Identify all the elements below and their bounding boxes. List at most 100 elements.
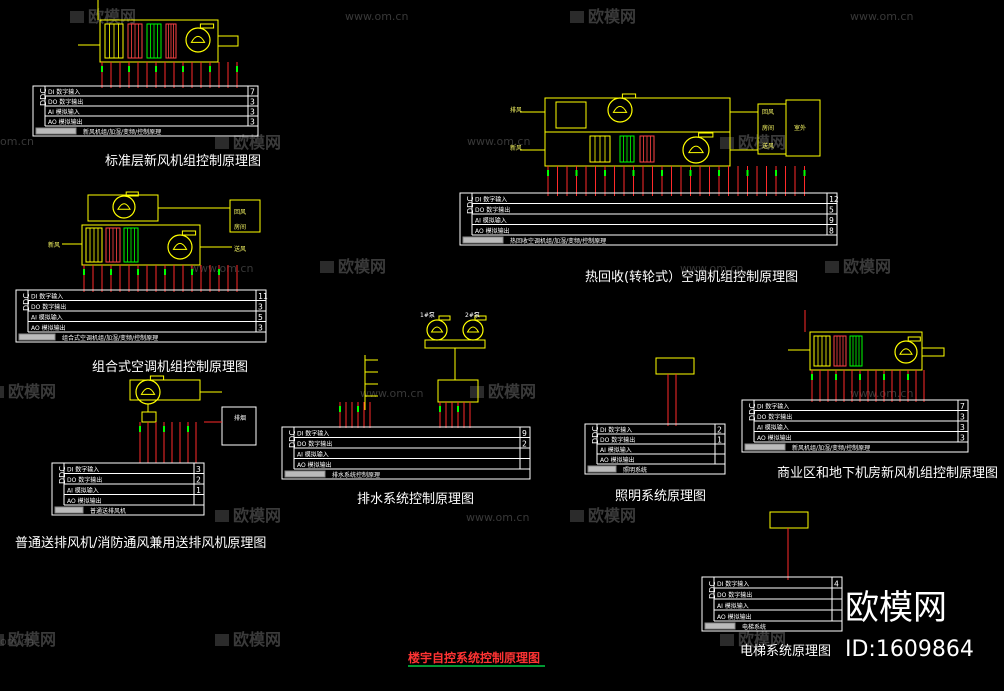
room-box — [229, 199, 261, 233]
ddc-count-value: 5 — [258, 313, 263, 322]
ddc-row-label: DI 数字输入 — [48, 88, 80, 96]
fan-outlet-icon — [125, 191, 139, 197]
ddc-footer-text: 电梯系统 — [742, 623, 766, 631]
ddc-count-value: 1 — [717, 436, 722, 445]
ddc-row-label: DI 数字输入 — [31, 293, 63, 301]
supply-duct — [217, 35, 239, 47]
watermark-url: www.om.cn — [467, 135, 530, 148]
watermark-logo-text: 欧模网 — [88, 7, 136, 26]
fresh-air-label: 新风 — [48, 241, 60, 249]
ddc-row-label: AI 模拟输入 — [31, 314, 63, 322]
watermark: 欧模网 — [320, 257, 386, 276]
ddc-label: DDC — [708, 581, 717, 599]
ddc-row-label: DI 数字输入 — [67, 466, 99, 474]
brand-id-text: ID:1609864 — [845, 637, 974, 662]
ddc-footer-text: 普通送排风机 — [90, 507, 126, 515]
outdoor-label: 室外 — [794, 124, 806, 132]
ddc-table-frame — [741, 399, 969, 453]
ddc-footer-text: 热回收空调机组/加湿/变频/控制原理 — [510, 237, 606, 245]
supply-fan-icon — [894, 340, 918, 364]
fan-blade-icon — [612, 105, 628, 113]
ddc-row-label: AI 模拟输入 — [67, 487, 99, 495]
ddc-count-value: 7 — [250, 88, 255, 97]
ddc-row-label: AI 模拟输入 — [757, 424, 789, 432]
smoke-label: 排烟 — [234, 414, 246, 422]
watermark-logo-text: 欧模网 — [233, 506, 281, 525]
ddc-table-frame — [32, 85, 259, 137]
watermark: 欧模网 — [0, 382, 56, 401]
watermark-logo-icon — [720, 634, 734, 646]
room-label: 房间 — [234, 223, 246, 231]
fan-outlet-icon — [438, 315, 451, 321]
pump-1-label: 1#泵 — [420, 312, 435, 319]
watermark-logo-icon — [570, 510, 584, 522]
fan-blade-icon — [190, 35, 206, 43]
exhaust-section — [555, 101, 587, 129]
ddc-count-value: 1 — [196, 486, 201, 495]
watermark-url: www.om.cn — [680, 262, 743, 275]
fan-blade-icon — [140, 387, 156, 395]
watermark-logo-icon — [215, 510, 229, 522]
return-air-label: 回风 — [234, 209, 246, 216]
ddc-label: DDC — [22, 293, 31, 311]
pump-header — [424, 339, 486, 349]
watermark: 欧模网 — [825, 257, 891, 276]
ddc-row-label: AO 模拟输出 — [31, 324, 66, 332]
ddc-footer-block — [18, 333, 56, 341]
ddc-count-value: 3 — [960, 413, 965, 422]
ddc-label: DDC — [58, 466, 67, 484]
supply-fan-icon — [682, 136, 710, 164]
ddc-label: DDC — [748, 403, 757, 421]
fan-blade-icon — [172, 242, 188, 250]
ddc-count-value: 9 — [829, 216, 834, 225]
watermark-logo-icon — [720, 137, 734, 149]
ddc-table-frame — [15, 289, 267, 343]
fan-outlet-icon — [181, 230, 197, 236]
watermark-layer: 欧模网欧模网欧模网欧模网欧模网欧模网欧模网欧模网欧模网欧模网欧模网欧模网欧模网w… — [0, 7, 913, 649]
fan-outlet-icon — [621, 93, 637, 99]
ddc-row-label: AI 模拟输入 — [600, 446, 632, 454]
pump-2-icon — [462, 319, 484, 341]
ddc-footer-text: 照明系统 — [623, 466, 647, 474]
ddc-count-value: 9 — [522, 429, 527, 438]
exhaust-air-label: 排风 — [510, 106, 522, 114]
watermark-url: om.cn — [0, 135, 34, 148]
ahu-casing — [809, 331, 923, 371]
room-label: 房间 — [762, 124, 774, 132]
ddc-count-value: 2 — [196, 476, 201, 485]
ddc-row-label: AO 模拟输出 — [600, 456, 635, 464]
ddc-footer-block — [462, 236, 504, 244]
ddc-row-label: AO 模拟输出 — [757, 434, 792, 442]
smoke-control-box — [221, 406, 257, 446]
ddc-table-frame — [584, 423, 726, 475]
panel-title-commercial: 商业区和地下机房新风机组控制原理图 — [777, 465, 998, 481]
panel-title-drainage: 排水系统控制原理图 — [357, 492, 474, 507]
ddc-row-label: AI 模拟输入 — [475, 217, 507, 225]
watermark-logo-text: 欧模网 — [233, 630, 281, 649]
watermark-logo-icon — [0, 634, 4, 646]
watermark-url: www.om.cn — [850, 387, 913, 400]
pump-2-label: 2#泵 — [465, 312, 480, 319]
ddc-footer-text: 新风机组/加湿/变频/控制原理 — [83, 128, 161, 136]
elevator-panel-box — [769, 511, 809, 529]
fan-outlet-icon — [907, 336, 921, 342]
watermark-logo-icon — [825, 261, 839, 273]
ddc-count-value: 3 — [196, 465, 201, 474]
ddc-footer-block — [35, 127, 77, 135]
watermark: 欧模网 — [570, 7, 636, 26]
ddc-row-label: DI 数字输入 — [717, 580, 749, 588]
watermark-logo-text: 欧模网 — [338, 257, 386, 276]
ddc-label: DDC — [288, 430, 297, 448]
watermark-logo-text: 欧模网 — [588, 7, 636, 26]
fan-blade-icon — [688, 145, 704, 154]
pump-1-icon — [426, 319, 448, 341]
watermark-logo-text: 欧模网 — [738, 630, 786, 649]
ahu-casing — [81, 224, 201, 266]
lighting-panel-box — [655, 357, 695, 375]
ddc-row-label: DO 数字输出 — [475, 206, 510, 214]
panel-title-exhaust-fan: 普通送排风机/消防通风兼用送排风机原理图 — [15, 535, 266, 551]
